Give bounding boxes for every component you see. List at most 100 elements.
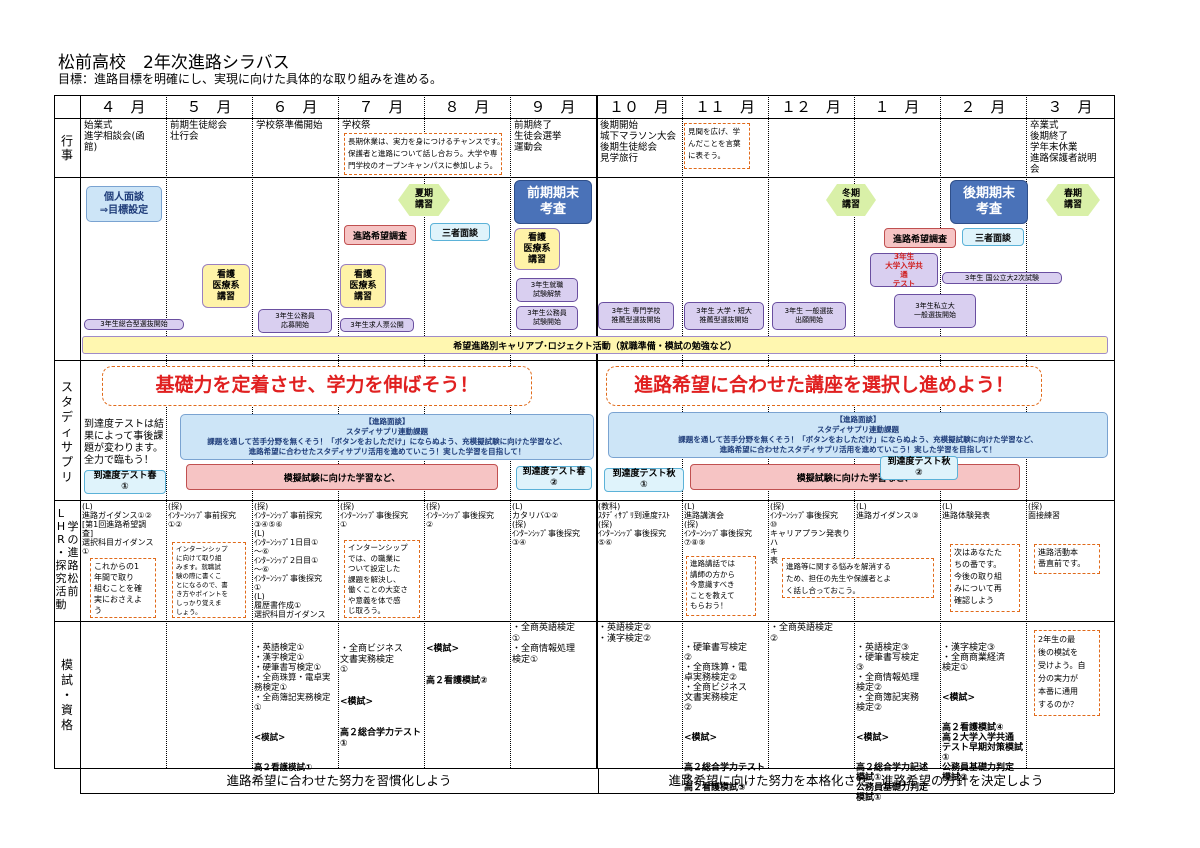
row-label-path: 学 の 進 路 松 前 (67, 520, 79, 598)
badge-feb: 3年生 国公立大2次試験 (942, 272, 1062, 284)
month-header-jul: ７ 月 (358, 98, 404, 116)
three-party-meeting-1: 三者面談 (430, 223, 490, 241)
mock-nov-label: <模試> (684, 733, 718, 743)
mock-feb-list: ・漢字検定③ ・全商商業経済 検定① (942, 643, 1006, 673)
lhr-jan: (L) 進路ガイダンス③ (856, 502, 919, 520)
career-survey-1: 進路希望調査 (344, 225, 416, 245)
month-header-may: ５ 月 (186, 98, 232, 116)
event-mar: 卒業式 後期終了 学年末休業 進路保護者説明 会 (1030, 120, 1097, 175)
slogan-first-half: 基礎力を定着させ、学力を伸ばそう！ (102, 366, 532, 406)
mock-aug: <模試> 高２看護模試② (426, 623, 488, 697)
mock-jul: ・全商ビジネス 文書実務検定 ① <模試> 高２総合学力テスト ① (340, 623, 421, 760)
badge-jan-common-test: 3年生 大学入学共 通 テスト (870, 252, 938, 288)
summer-course: 夏期 講習 (398, 184, 450, 216)
mock-nov-emph: 高２総合学力テスト ② 高２看護模試③ (684, 763, 766, 793)
mock-aug-label: <模試> (426, 644, 460, 654)
spring-course: 春期 講習 (1046, 184, 1100, 216)
lhr-apr-note: これからの1 年間で取り 組むことを確 実におさえよ う (90, 558, 156, 618)
personal-interview: 個人面談 ⇒目標設定 (86, 186, 162, 222)
badge-oct: 3年生 専門学校 推薦型選抜開始 (598, 302, 674, 330)
badge-dec: 3年生 一般選抜 出願開始 (772, 302, 846, 330)
lhr-nov: (L) 進路講演会 (探) ｲﾝﾀｰﾝｼｯﾌﾟ事後探究 ⑦⑧⑨ (684, 502, 752, 547)
test-autumn-1: 到達度テスト秋 ① (604, 468, 684, 492)
badge-jul: 3年生求人票公開 (340, 318, 414, 332)
mock-nov: ・硬筆書写検定 ② ・全商珠算・電 卓実務検定② ・全商ビジネス 文書実務検定 … (684, 623, 765, 803)
mock-oct: ・英語検定② ・漢字検定② (598, 623, 652, 644)
row-label-mock: 模 試 ・ 資 格 (60, 658, 73, 732)
mock-sep: ・全商英語検定 ① ・全商情報処理 検定① (512, 623, 576, 665)
mock-study-1: 模擬試験に向けた学習など、 (186, 464, 498, 490)
footer-first-half: 進路希望に合わせた努力を習慣化しよう (226, 773, 452, 788)
event-sep: 前期終了 生徒会選挙 運動会 (514, 120, 562, 153)
month-header-apr: ４ 月 (100, 98, 146, 116)
badge-apr: 3年生総合型選抜開始 (84, 319, 184, 330)
lhr-feb-note: 次はあなたた ちの番です。 今後の取り組 みについて再 確認しよう (950, 544, 1020, 612)
mock-jan-list: ・英語検定③ ・硬筆書写検定 ③ ・全商情報処理 検定② ・全商簿記実務 検定② (856, 643, 920, 713)
lhr-aug: (探) ｲﾝﾀｰﾝｼｯﾌﾟ事後探究 ② (426, 502, 494, 529)
mock-jun-label: <模試> (254, 733, 286, 743)
lhr-nov-note: 進路講話では 講師の方から 今意識すべき ことを教えて もらおう！ (686, 556, 756, 616)
event-oct: 後期開始 城下マラソン大会 後期生徒総会 見学旅行 (600, 120, 677, 164)
footer-second-half: 進路希望に向けた努力を本格化させ、進路希望の方針を決定しよう (668, 773, 1044, 788)
mock-feb: ・漢字検定③ ・全商商業経済 検定① <模試> 高２看護模試④ 高２大学入学共通… (942, 623, 1023, 793)
lhr-may: (探) ｲﾝﾀｰﾝｼｯﾌﾟ事前探究 ①② (168, 502, 236, 529)
mock-aug-emph: 高２看護模試② (426, 675, 488, 686)
lhr-dec-note: 進路等に関する悩みを解消する ため、担任の先生や保護者とよ く話し合っておこう。 (782, 558, 934, 598)
badge-jan-private: 3年生私立大 一般選抜開始 (894, 294, 976, 328)
study-apr-text: 到達度テストは結 果によって事後課 題が変わります。 全力で臨もう！ (84, 419, 164, 466)
mock-jan: ・英語検定③ ・硬筆書写検定 ③ ・全商情報処理 検定② ・全商簿記実務 検定②… (856, 623, 928, 813)
row-label-lhr: L H R ・ 探 究 活 動 (55, 507, 67, 611)
studysapuri-panel-2: 【進路面談】 スタディサプリ連動課題 課題を通して苦手分野を無くそう！「ボタンを… (608, 412, 1108, 458)
month-header-aug: ８ 月 (444, 98, 490, 116)
test-spring-1: 到達度テスト春 ① (84, 470, 166, 494)
career-survey-2: 進路希望調査 (884, 228, 956, 248)
mock-jul-list: ・全商ビジネス 文書実務検定 ① (340, 644, 404, 675)
nursing-course-3: 看護 医療系 講習 (514, 228, 560, 270)
first-term-exam: 前期期末 考査 (514, 180, 592, 224)
mock-jun-emph: 高２看護模試① (254, 763, 313, 773)
lhr-oct: (教科) ｽﾀﾃﾞｨｻﾌﾟﾘ到達度ﾃｽﾄ (探) ｲﾝﾀｰﾝｼｯﾌﾟ事後探究 ⑤… (598, 502, 670, 547)
month-header-jun: ６ 月 (272, 98, 318, 116)
mock-jun: ・英語検定① ・漢字検定① ・硬筆書写検定① ・全商珠算・電卓実 務検定① ・全… (254, 623, 331, 783)
lhr-sep: (L) カタリバ①② (探) ｲﾝﾀｰﾝｼｯﾌﾟ事後探究 ③④ (512, 502, 580, 547)
mock-nov-list: ・硬筆書写検定 ② ・全商珠算・電 卓実務検定② ・全商ビジネス 文書実務検定 … (684, 643, 748, 713)
lhr-mar-note: 進路活動本 番直前です。 (1034, 544, 1100, 574)
three-party-meeting-2: 三者面談 (962, 228, 1024, 246)
mock-jul-label: <模試> (340, 696, 374, 707)
mock-mar-note: 2年生の最 後の模試を 受けよう。自 分の実力が 本番に通用 するのか？ (1034, 630, 1100, 716)
mock-jan-emph: 高２総合学力記述 模試① 公務員基礎力判定 模試① (856, 763, 929, 803)
row-label-events: 行 事 (60, 134, 73, 162)
badge-sep-1: 3年生就職 試験解禁 (516, 278, 578, 302)
lhr-may-note: インターンシップ に向けて取り組 みます。就職試 験の際に書くこ とになるので、… (172, 542, 246, 618)
month-header-dec: １２ 月 (780, 98, 841, 116)
lhr-dec: (探) ｲﾝﾀｰﾝｼｯﾌﾟ事後探究 ⑩ キャリアプラン発表り ハ キ 表 (770, 502, 850, 565)
badge-sep-2: 3年生公務員 試験開始 (516, 306, 578, 330)
slogan-second-half: 進路希望に合わせた講座を選択し進めよう！ (606, 366, 1042, 406)
month-header-feb: ２ 月 (960, 98, 1006, 116)
event-jun: 学校祭準備開始 (256, 120, 323, 131)
winter-course: 冬期 講習 (826, 184, 876, 216)
mock-feb-label: <模試> (942, 693, 976, 703)
month-header-oct: １０ 月 (608, 98, 669, 116)
badge-nov: 3年生 大学・短大 推薦型選抜開始 (684, 302, 764, 330)
event-apr: 始業式 進学相談会(函 館) (84, 120, 145, 153)
nursing-course-2: 看護 医療系 講習 (340, 264, 386, 308)
test-autumn-2: 到達度テスト秋 ② (880, 456, 958, 480)
row-label-study: ス タ デ ィ サ プ リ (60, 380, 73, 484)
note-november: 見聞を広げ、学 んだことを言葉 に表そう。 (684, 123, 750, 169)
lhr-jun: (探) ｲﾝﾀｰﾝｼｯﾌﾟ事前探究 ③④⑤⑥ (L) ｲﾝﾀｰﾝｼｯﾌﾟ1日目①… (254, 502, 326, 619)
lhr-jul-note: インターンシップ では、の職業に ついて設定した 課題を解決し、 働くことの大変… (344, 540, 420, 618)
lhr-apr: (L) 進路ガイダンス①② [第1回進路希望調 査] 選択科目ガイダンス ① (82, 502, 154, 556)
month-header-sep: ９ 月 (530, 98, 576, 116)
mock-dec: ・全商英語検定 ② (770, 623, 834, 644)
test-spring-2: 到達度テスト春 ② (516, 466, 592, 490)
month-header-nov: １１ 月 (694, 98, 755, 116)
mock-study-2: 模擬試験に向けた学習など、 (690, 464, 1020, 490)
mock-feb-emph: 高２看護模試④ 高２大学入学共通 テスト早期対策模試 ① 公務員基礎力判定 模試… (942, 723, 1024, 783)
nursing-course-1: 看護 医療系 講習 (202, 264, 250, 308)
month-header-jan: １ 月 (874, 98, 920, 116)
badge-jun: 3年生公務員 応募開始 (258, 309, 332, 333)
studysapuri-panel-1: 【進路面談】 スタディサプリ連動課題 課題を通して苦手分野を無くそう！「ボタンを… (180, 414, 594, 460)
mock-jul-emph: 高２総合学力テスト ① (340, 728, 422, 749)
lhr-jul: (探) ｲﾝﾀｰﾝｼｯﾌﾟ事後探究 ① (340, 502, 408, 529)
